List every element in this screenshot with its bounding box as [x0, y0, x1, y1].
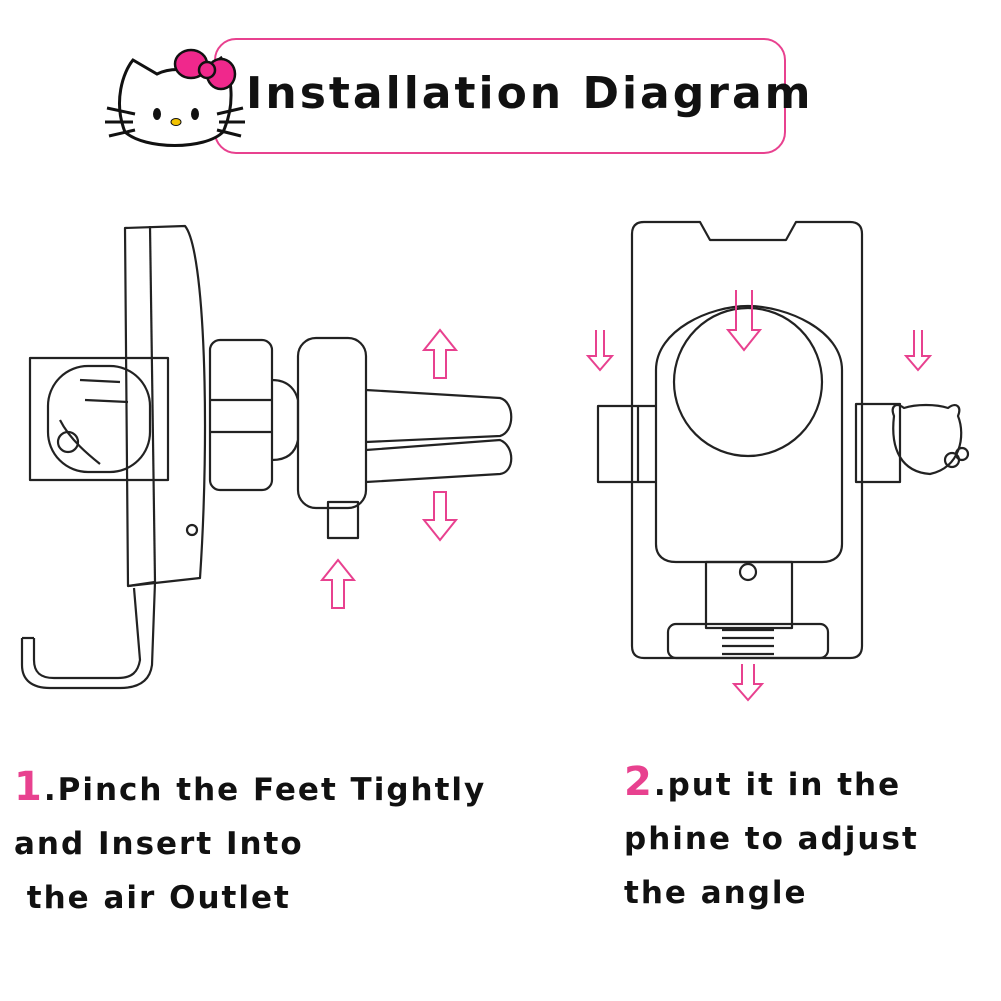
side-view-diagram [20, 224, 513, 690]
step-line: and Insert Into [14, 826, 304, 862]
charging-pad [672, 306, 824, 458]
arrow-down-icon [731, 664, 765, 702]
arrows-left [319, 328, 459, 609]
step-2-instructions: 2.put it in the phine to adjust the angl… [624, 755, 994, 920]
step-number: 1 [14, 764, 44, 810]
side-clamp [28, 356, 170, 482]
step-line: the air Outlet [14, 880, 291, 916]
vent-prong-lower [365, 438, 513, 484]
page-title: Installation Diagram [246, 68, 814, 119]
title-frame [214, 38, 786, 154]
arrow-down-icon [585, 330, 615, 372]
arrow-down-icon [725, 290, 763, 352]
ball-joint [208, 338, 274, 492]
step-1-instructions: 1.Pinch the Feet Tightly and Insert Into… [14, 760, 484, 925]
clip-hook [326, 500, 360, 540]
step-line: phine to adjust [624, 821, 919, 857]
step-number: 2 [624, 759, 654, 805]
vent-prong-upper [365, 388, 513, 444]
arrow-up-icon [319, 558, 357, 609]
bow-icon [173, 48, 237, 91]
step-line: the angle [624, 875, 808, 911]
hello-kitty-head-icon [105, 48, 245, 147]
arrow-up-icon [421, 328, 459, 379]
arrows-right [585, 290, 933, 702]
holder-plate [123, 224, 207, 588]
arrow-down-icon [421, 491, 459, 542]
phone-outline [630, 220, 864, 660]
right-grip [854, 402, 902, 484]
step-line: .put it in the [653, 767, 902, 803]
bottom-clamp [666, 622, 830, 660]
step-line: .Pinch the Feet Tightly [43, 772, 487, 808]
arrow-down-icon [903, 330, 933, 372]
front-view-diagram [585, 220, 970, 702]
holder-body [654, 304, 844, 564]
vent-clip-body [296, 336, 368, 510]
left-grip [596, 404, 640, 484]
